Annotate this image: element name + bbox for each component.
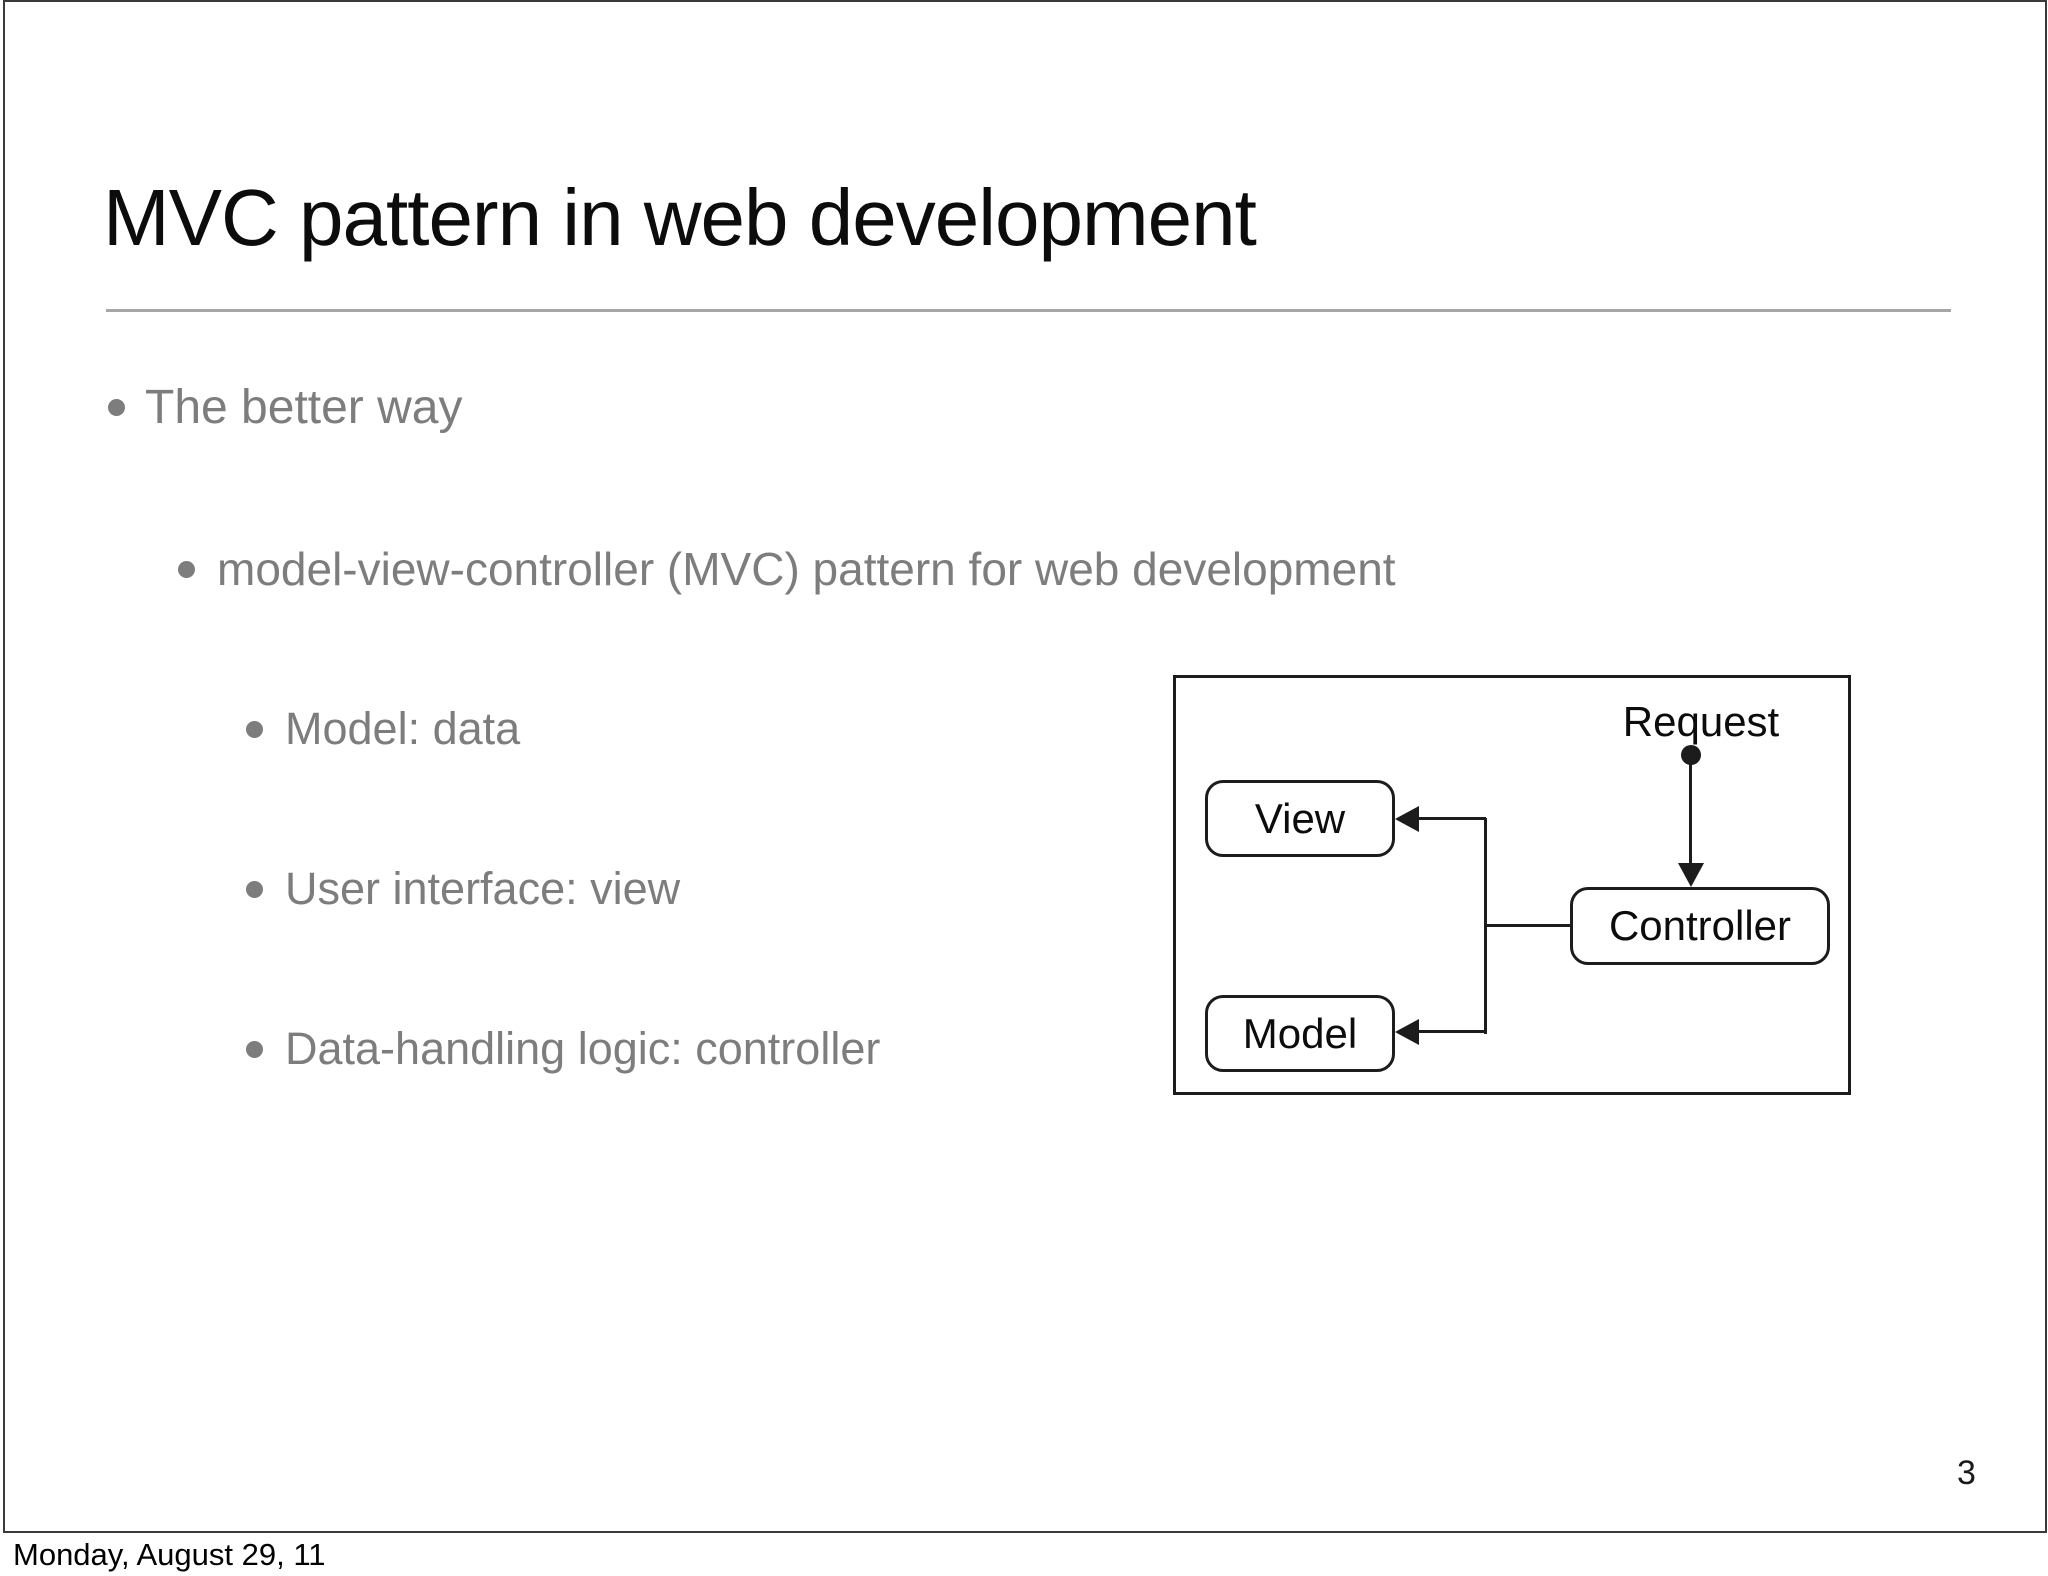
title-divider [106,309,1951,312]
bullet-icon [108,398,125,416]
model-box: Model [1205,995,1395,1072]
bullet-icon [246,1040,263,1058]
request-to-controller-line [1689,758,1692,864]
controller-box: Controller [1570,887,1830,965]
page-number: 3 [1957,1454,1976,1492]
arrow-left-icon [1395,1019,1419,1045]
bullet-icon [178,560,195,578]
bullet-label: User interface: view [285,863,681,914]
model-box-label: Model [1242,1009,1358,1057]
mvc-diagram: Request View Model Controller [1173,675,1851,1095]
view-box-label: View [1254,794,1346,842]
bullet-item-mvc-pattern: model-view-controller (MVC) pattern for … [178,542,1396,596]
page-title: MVC pattern in web development [103,173,1257,262]
bullet-label: model-view-controller (MVC) pattern for … [217,543,1396,595]
controller-box-label: Controller [1608,902,1792,949]
bullet-item-data-handling-controller: Data-handling logic: controller [246,1023,880,1075]
bullet-label: The better way [145,380,463,434]
bullet-label: Model: data [285,703,521,754]
bullet-icon [246,720,263,738]
request-label: Request [1622,698,1780,745]
bullet-label: Data-handling logic: controller [285,1023,881,1074]
arrow-down-icon [1678,863,1704,887]
bullet-icon [246,880,263,898]
bullet-item-user-interface-view: User interface: view [246,863,680,915]
request-start-dot-icon [1681,745,1701,765]
trunk-to-model-line [1416,1030,1486,1033]
controller-connector-line [1484,924,1570,927]
arrow-left-icon [1395,806,1419,832]
trunk-to-view-line [1416,817,1486,820]
bullet-item-model-data: Model: data [246,703,520,755]
footer-date: Monday, August 29, 11 [13,1537,326,1572]
view-box: View [1205,780,1395,857]
slide-frame: MVC pattern in web development The bette… [3,0,2047,1533]
bullet-item-better-way: The better way [108,379,462,435]
